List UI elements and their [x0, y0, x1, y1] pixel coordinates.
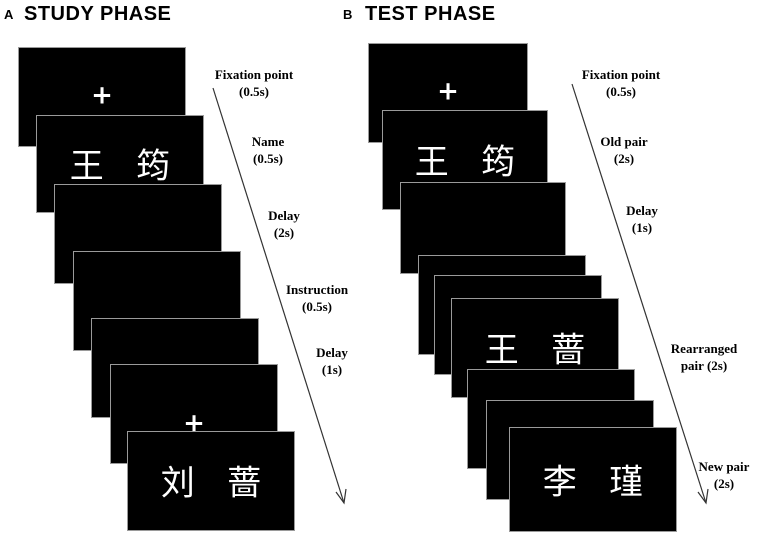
study-step-delay: Delay (2s): [248, 207, 320, 241]
panel-a-title: STUDY PHASE: [24, 3, 172, 25]
test-step-delay-l2: (1s): [631, 220, 653, 235]
study-step-fixation-l2: (0.5s): [239, 84, 269, 99]
study-timeline-arrow: [212, 87, 347, 505]
test-step-fixation: Fixation point (0.5s): [569, 66, 673, 100]
test-fixation-cross: +: [437, 76, 459, 107]
study-step-instruction-l2: (0.5s): [302, 299, 332, 314]
study-step-name: Name (0.5s): [232, 133, 304, 167]
test-rearranged-pair-text: 王 蔷: [484, 330, 586, 371]
test-step-rearranged-pair-l1: Rearranged: [670, 341, 738, 356]
study-step-fixation-l1: Fixation point: [214, 67, 294, 82]
study-step-instruction: Instruction (0.5s): [272, 281, 362, 315]
test-step-old-pair-l1: Old pair: [600, 134, 648, 149]
panel-b-title: TEST PHASE: [365, 3, 496, 25]
study-step-delay-l1: Delay: [268, 208, 300, 223]
test-step-old-pair-l2: (2s): [613, 151, 635, 166]
study-name-text: 王 筠: [69, 146, 171, 187]
fixation-cross: +: [91, 80, 113, 111]
study-screen-fixation: +: [18, 47, 186, 147]
test-old-pair-text: 王 筠: [414, 142, 516, 183]
panel-b-letter: B: [343, 7, 353, 22]
test-screen-new-pair: 李 瑾: [509, 427, 677, 532]
test-step-new-pair: New pair (2s): [692, 458, 756, 492]
study-screen-name-2: 刘 蔷: [127, 431, 295, 531]
study-step-fixation: Fixation point (0.5s): [202, 66, 306, 100]
test-step-fixation-l1: Fixation point: [581, 67, 661, 82]
panel-a-letter: A: [4, 7, 14, 22]
study-step-name-l1: Name: [251, 134, 285, 149]
test-step-rearranged-pair-l2: pair (2s): [680, 358, 728, 373]
test-timeline-arrow: [571, 83, 709, 505]
study-step-delay-2: Delay (1s): [296, 344, 368, 378]
test-step-old-pair: Old pair (2s): [588, 133, 660, 167]
test-step-rearranged-pair: Rearranged pair (2s): [658, 340, 750, 374]
test-step-delay: Delay (1s): [606, 202, 678, 236]
study-step-delay-l2: (2s): [273, 225, 295, 240]
test-step-fixation-l2: (0.5s): [606, 84, 636, 99]
study-step-name-l2: (0.5s): [253, 151, 283, 166]
study-step-delay-2-l2: (1s): [321, 362, 343, 377]
study-step-instruction-l1: Instruction: [285, 282, 349, 297]
test-step-new-pair-l1: New pair: [698, 459, 750, 474]
test-step-delay-l1: Delay: [626, 203, 658, 218]
study-name-text-2: 刘 蔷: [160, 463, 262, 504]
test-new-pair-text: 李 瑾: [542, 462, 644, 503]
study-step-delay-2-l1: Delay: [316, 345, 348, 360]
test-step-new-pair-l2: (2s): [713, 476, 735, 491]
